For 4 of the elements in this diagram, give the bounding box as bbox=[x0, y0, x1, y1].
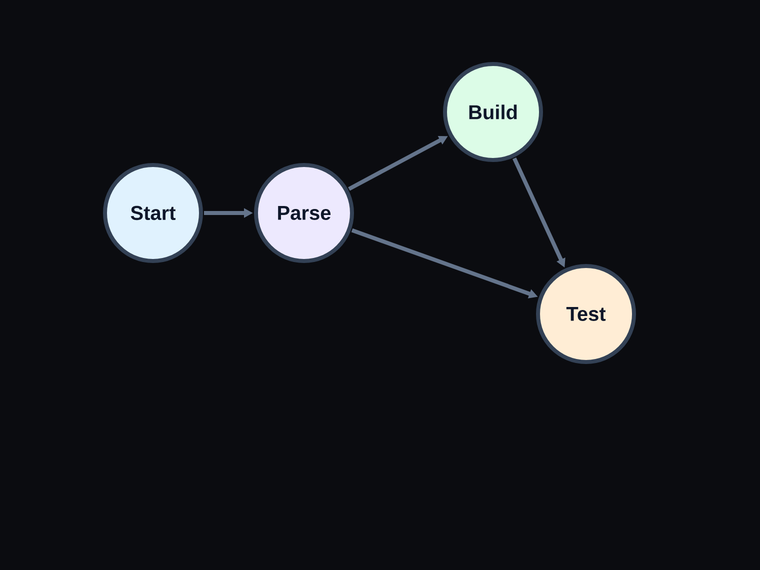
circle-node: Build bbox=[443, 62, 543, 162]
circle-node: Test bbox=[536, 264, 636, 364]
circle-node: Parse bbox=[254, 163, 354, 263]
circle-node: Start bbox=[103, 163, 203, 263]
